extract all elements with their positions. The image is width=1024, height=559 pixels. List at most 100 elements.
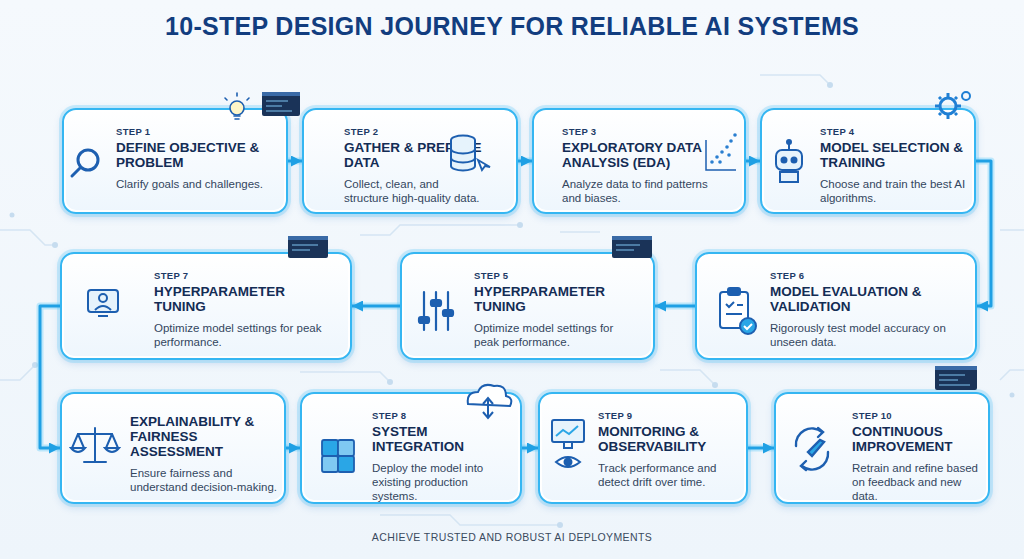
circuit-dot <box>827 82 833 88</box>
magnifier-icon <box>78 150 98 170</box>
lightbulb-icon <box>230 101 244 115</box>
circuit-dot <box>10 82 1015 528</box>
circuit-dot <box>712 382 718 388</box>
process-box: STEP 1DEFINE OBJECTIVE & PROBLEMClarify … <box>62 108 288 214</box>
cloud-icon <box>468 385 512 418</box>
code-window <box>288 236 328 258</box>
scatter-icon <box>718 160 722 164</box>
process-box: STEP 4MODEL SELECTION & TRAININGChoose a… <box>760 108 976 214</box>
step-number: STEP 3 <box>562 126 714 137</box>
robot-icon <box>776 150 802 170</box>
code-window <box>612 236 652 258</box>
step-description: Deploy the model into existing productio… <box>372 461 514 503</box>
scatter-icon <box>720 150 724 154</box>
scatter-icon <box>706 140 736 170</box>
connector-glow <box>748 445 774 452</box>
scatter-icon <box>725 145 729 149</box>
database-icon <box>451 136 490 171</box>
text-group: STEP 9 MONITORING & OBSERVABILITY Track pe… <box>598 410 740 489</box>
step-title: CONTINUOUS IMPROVEMENT <box>852 424 984 454</box>
process-box: STEP 3EXPLORATORY DATA ANALYSIS (EDA)Ana… <box>532 108 746 214</box>
robot-icon <box>788 144 790 150</box>
clipboard-icon <box>740 318 756 334</box>
flow-arrow <box>352 305 400 308</box>
monitor-icon <box>564 442 572 448</box>
process-box: STEP 9 MONITORING & OBSERVABILITY Track pe… <box>538 392 748 504</box>
robot-icon <box>792 158 797 163</box>
clipboard-icon <box>720 288 756 334</box>
step-description: Rigorously test model accuracy on unseen… <box>770 321 950 349</box>
connector-glow <box>655 303 695 310</box>
robot-icon <box>782 158 787 163</box>
flow-arrow <box>976 161 991 306</box>
step-title: MODEL SELECTION & TRAINING <box>820 140 968 170</box>
cloud-icon <box>468 385 512 406</box>
connector-glow <box>518 158 532 165</box>
step-description: Retrain and refine based on feedback and… <box>852 461 984 503</box>
text-group: STEP 7HYPERPARAMETER TUNINGOptimize mode… <box>154 270 326 349</box>
scales-icon <box>78 428 112 462</box>
scatter-icon <box>729 139 733 143</box>
flow-arrow <box>40 306 60 448</box>
code-window <box>616 245 640 250</box>
step-number: STEP 9 <box>598 410 740 421</box>
cycle-rocket-icon <box>796 428 822 446</box>
person-screen-icon <box>88 290 118 316</box>
process-box: STEP 5HYPERPARAMETER TUNINGOptimize mode… <box>400 252 655 360</box>
clipboard-icon <box>728 288 740 295</box>
text-group: STEP 2GATHER & PREPARE DATACollect, clea… <box>344 126 486 205</box>
gear-icon <box>935 92 970 119</box>
connector-glow <box>522 445 538 452</box>
database-icon <box>451 136 475 145</box>
scatter-icon <box>733 133 737 137</box>
step-title: HYPERPARAMETER TUNING <box>474 284 634 314</box>
step-description: Ensure fairness and understand decision-… <box>130 466 280 494</box>
puzzle-icon <box>338 456 354 472</box>
flow-arrow <box>746 160 760 163</box>
person-screen-icon <box>88 290 118 312</box>
magnifier-icon <box>72 168 80 176</box>
text-group: STEP 8SYSTEM INTEGRATIONDeploy the model… <box>372 410 514 503</box>
robot-icon <box>776 140 802 182</box>
text-group: STEP 5HYPERPARAMETER TUNINGOptimize mode… <box>474 270 634 349</box>
circuit-trace <box>0 75 1024 525</box>
person-screen-icon <box>99 294 107 302</box>
step-number: STEP 1 <box>116 126 284 137</box>
step-number: STEP 7 <box>154 270 326 281</box>
circuit-trace <box>660 370 715 385</box>
cycle-rocket-icon <box>801 461 806 470</box>
connector-glow <box>288 158 302 165</box>
process-box: STEP 6MODEL EVALUATION & VALIDATIONRigor… <box>695 252 977 360</box>
text-group: STEP 3EXPLORATORY DATA ANALYSIS (EDA)Ana… <box>562 126 714 205</box>
database-icon <box>451 140 475 171</box>
circuit-dot <box>10 213 15 218</box>
text-group: STEP 1DEFINE OBJECTIVE & PROBLEMClarify … <box>116 126 284 191</box>
step-title: MONITORING & OBSERVABILITY <box>598 424 740 454</box>
step-description: Choose and train the best AI algorithms. <box>820 177 968 205</box>
sliders-icon <box>443 310 453 316</box>
step-title: EXPLORATORY DATA ANALYSIS (EDA) <box>562 140 714 170</box>
puzzle-icon <box>322 440 354 472</box>
diagram-caption: ACHIEVE TRUSTED AND ROBUST AI DEPLOYMENT… <box>0 531 1024 543</box>
step-number: STEP 10 <box>852 410 984 421</box>
process-box: STEP 7HYPERPARAMETER TUNINGOptimize mode… <box>60 252 352 360</box>
robot-icon <box>787 140 791 144</box>
text-group: STEP 10 CONTINUOUS IMPROVEMENT Retrain and… <box>852 410 984 503</box>
code-window <box>262 92 300 116</box>
monitor-icon <box>556 426 578 436</box>
step-description: Optimize model settings for peak perform… <box>154 321 326 349</box>
code-window <box>262 92 977 390</box>
flow-arrow <box>518 160 532 163</box>
step-description: Collect, clean, and structure high-quali… <box>344 177 486 205</box>
process-box: STEP 8SYSTEM INTEGRATIONDeploy the model… <box>300 392 522 504</box>
gear-icon <box>940 98 956 114</box>
code-window <box>292 245 318 250</box>
step-description: Track performance and detect drift over … <box>598 461 740 489</box>
code-window <box>939 375 970 385</box>
code-window <box>612 236 652 240</box>
text-group: EXPLAINABILITY & FAIRNESS ASSESSMENTEnsu… <box>130 414 280 494</box>
lightbulb-icon <box>225 93 249 119</box>
circuit-trace <box>0 230 55 245</box>
monitor-icon <box>556 457 580 467</box>
gear-icon <box>962 92 970 100</box>
